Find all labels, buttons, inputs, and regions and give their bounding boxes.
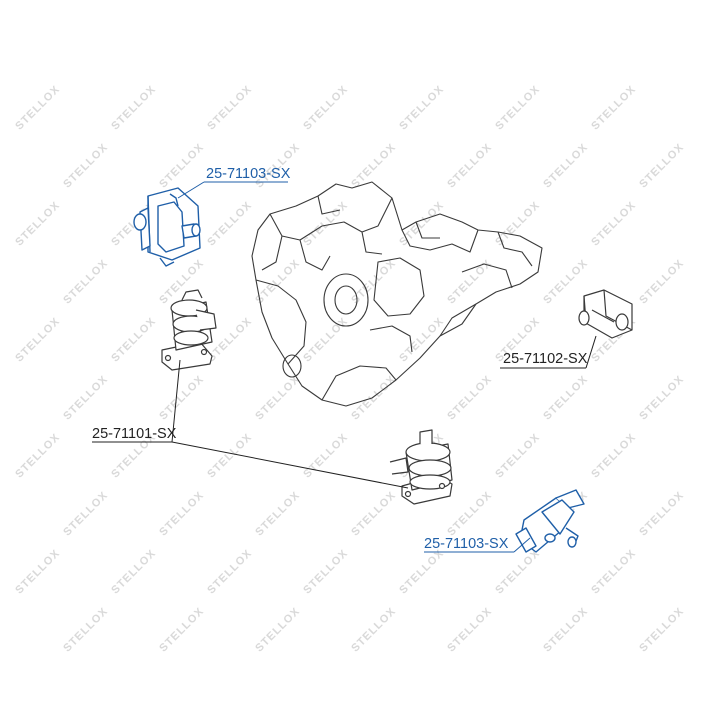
watermark-text: STELLOX — [637, 489, 686, 538]
watermark-text: STELLOX — [253, 373, 302, 422]
watermark-text: STELLOX — [637, 141, 686, 190]
watermark-text: STELLOX — [13, 315, 62, 364]
watermark-text: STELLOX — [445, 373, 494, 422]
bottom-mount-part — [515, 489, 585, 553]
watermark-text: STELLOX — [541, 373, 590, 422]
label-front-mounts: 25-71101-SX — [92, 426, 177, 442]
watermark-text: STELLOX — [253, 605, 302, 654]
watermark-text: STELLOX — [541, 257, 590, 306]
top-mount-part — [133, 187, 201, 267]
watermark-text: STELLOX — [445, 489, 494, 538]
watermark-text: STELLOX — [589, 199, 638, 248]
watermark-text: STELLOX — [301, 431, 350, 480]
watermark-text: STELLOX — [109, 315, 158, 364]
watermark-text: STELLOX — [157, 373, 206, 422]
watermark-text: STELLOX — [205, 547, 254, 596]
watermark-text: STELLOX — [349, 489, 398, 538]
watermark-text: STELLOX — [61, 141, 110, 190]
watermark-text: STELLOX — [205, 83, 254, 132]
watermark-text: STELLOX — [397, 547, 446, 596]
watermark-text: STELLOX — [541, 141, 590, 190]
watermark-text: STELLOX — [589, 431, 638, 480]
watermark-text: STELLOX — [61, 605, 110, 654]
watermark-text: STELLOX — [61, 257, 110, 306]
rear-mount-part — [578, 289, 633, 339]
watermark-text: STELLOX — [397, 199, 446, 248]
right-front-mount-part — [389, 429, 453, 505]
watermark-text: STELLOX — [205, 199, 254, 248]
watermark-text: STELLOX — [301, 199, 350, 248]
watermark-text: STELLOX — [61, 489, 110, 538]
watermark-text: STELLOX — [205, 431, 254, 480]
watermark-layer: STELLOX STELLOX STELLOX STELLOX STELLOX STELL… — [13, 83, 686, 654]
watermark-text: STELLOX — [253, 489, 302, 538]
left-front-mount-part — [161, 289, 217, 371]
watermark-text: STELLOX — [541, 605, 590, 654]
label-top-mount: 25-71103-SX — [206, 166, 291, 182]
watermark-text: STELLOX — [13, 547, 62, 596]
watermark-text: STELLOX — [349, 605, 398, 654]
watermark-text: STELLOX — [157, 141, 206, 190]
watermark-text: STELLOX — [445, 605, 494, 654]
watermark-text: STELLOX — [13, 431, 62, 480]
watermark-text: STELLOX — [589, 547, 638, 596]
watermark-text: STELLOX — [637, 373, 686, 422]
watermark-text: STELLOX — [349, 373, 398, 422]
engine-block — [251, 181, 543, 407]
watermark-text: STELLOX — [445, 141, 494, 190]
watermark-text: STELLOX — [109, 547, 158, 596]
watermark-text: STELLOX — [61, 373, 110, 422]
watermark-text: STELLOX — [397, 83, 446, 132]
watermark-text: STELLOX — [301, 83, 350, 132]
watermark-text: STELLOX — [109, 83, 158, 132]
watermark-text: STELLOX — [493, 83, 542, 132]
watermark-text: STELLOX — [13, 83, 62, 132]
watermark-text: STELLOX — [589, 83, 638, 132]
label-rear-mount: 25-71102-SX — [503, 351, 588, 367]
watermark-text: STELLOX — [493, 199, 542, 248]
watermark-text: STELLOX — [301, 315, 350, 364]
watermark-text: STELLOX — [637, 257, 686, 306]
watermark-text: STELLOX — [157, 489, 206, 538]
leader-lines — [92, 181, 597, 553]
watermark-text: STELLOX — [397, 315, 446, 364]
watermark-text: STELLOX — [493, 431, 542, 480]
watermark-text: STELLOX — [13, 199, 62, 248]
watermark-text: STELLOX — [301, 547, 350, 596]
label-bottom-mount: 25-71103-SX — [424, 536, 509, 552]
watermark-text: STELLOX — [493, 547, 542, 596]
watermark-text: STELLOX — [157, 605, 206, 654]
watermark-text: STELLOX — [637, 605, 686, 654]
